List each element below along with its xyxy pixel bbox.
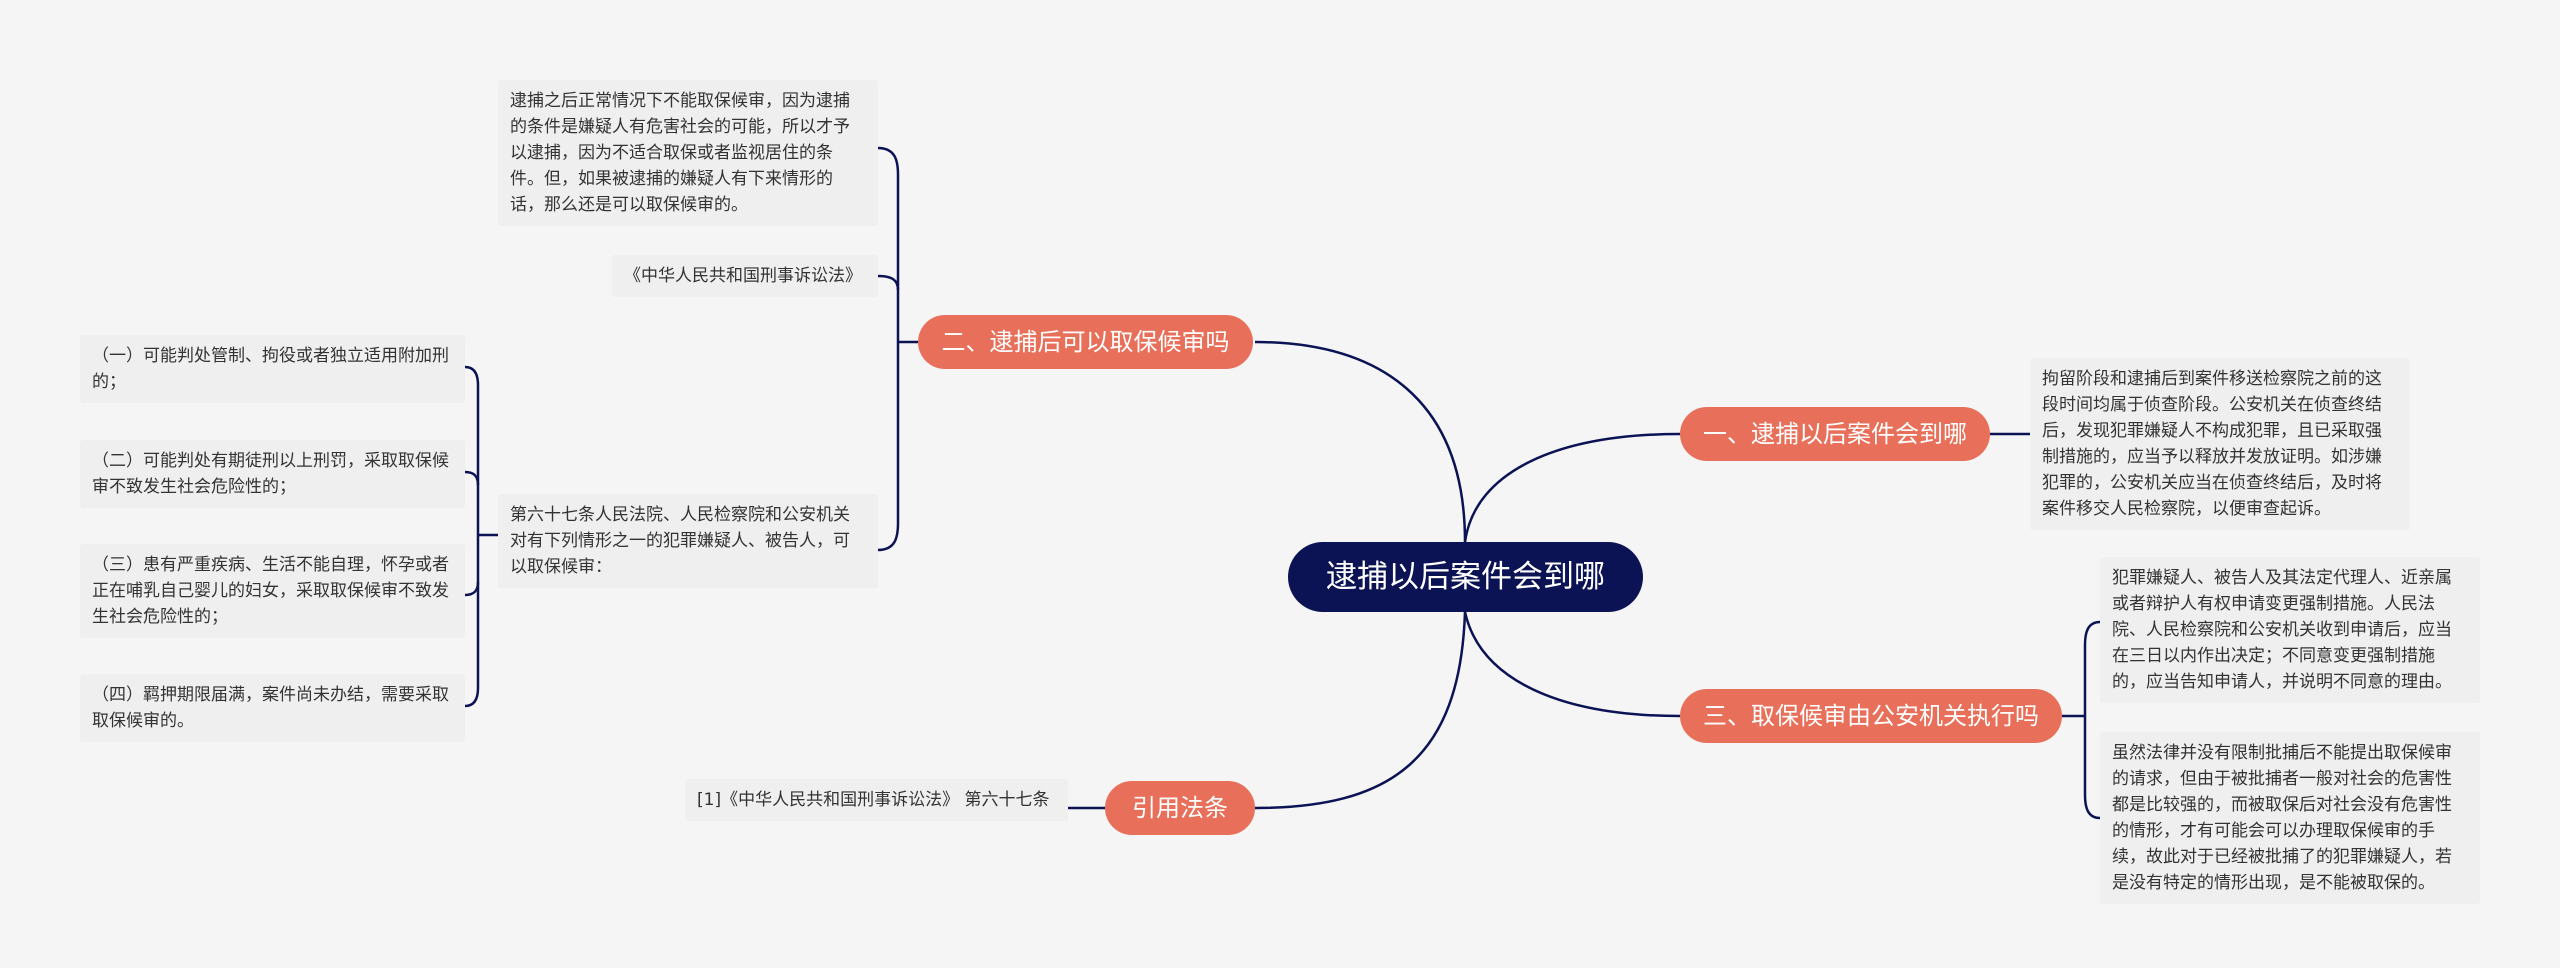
- link-root-branch-1: [1463, 432, 1681, 543]
- leaf-condition-2: （二）可能判处有期徒刑以上刑罚，采取取保候审不致发生社会危险性的；: [80, 440, 465, 508]
- leaf-bail-general-rule: 逮捕之后正常情况下不能取保候审，因为逮捕的条件是嫌疑人有危害社会的可能，所以才予…: [498, 80, 878, 226]
- branch-bail-executor[interactable]: 三、取保候审由公安机关执行吗: [1680, 689, 2062, 743]
- leaf-investigation-stage: 拘留阶段和逮捕后到案件移送检察院之前的这段时间均属于侦查阶段。公安机关在侦查终结…: [2030, 358, 2410, 530]
- branch-case-destination[interactable]: 一、逮捕以后案件会到哪: [1680, 407, 1990, 461]
- leaf-change-measure-request: 犯罪嫌疑人、被告人及其法定代理人、近亲属或者辩护人有权申请变更强制措施。人民法院…: [2100, 557, 2480, 703]
- link-root-branch-3: [1463, 611, 1681, 718]
- link-branch-2-bracket: [877, 146, 900, 552]
- leaf-article-67: 第六十七条人民法院、人民检察院和公安机关对有下列情形之一的犯罪嫌疑人、被告人，可…: [498, 494, 878, 588]
- leaf-condition-3: （三）患有严重疾病、生活不能自理，怀孕或者正在哺乳自己婴儿的妇女，采取取保候审不…: [80, 544, 465, 638]
- link-article-child-2: [464, 470, 480, 486]
- leaf-criminal-procedure-law: 《中华人民共和国刑事诉讼法》: [612, 255, 878, 297]
- branch-bail-after-arrest[interactable]: 二、逮捕后可以取保候审吗: [918, 315, 1253, 369]
- leaf-bail-after-approval: 虽然法律并没有限制批捕后不能提出取保候审的请求，但由于被批捕者一般对社会的危害性…: [2100, 732, 2480, 904]
- leaf-condition-4: （四）羁押期限届满，案件尚未办结，需要采取取保候审的。: [80, 674, 465, 742]
- leaf-condition-1: （一）可能判处管制、拘役或者独立适用附加刑的；: [80, 335, 465, 403]
- link-root-branch-2: [1254, 340, 1467, 543]
- link-article-child-3: [464, 581, 480, 597]
- link-root-branch-cite: [1254, 611, 1467, 810]
- link-branch-3-bracket: [2083, 620, 2101, 820]
- link-article-bracket: [464, 365, 480, 708]
- leaf-citation: [1]《中华人民共和国刑事诉讼法》 第六十七条: [685, 779, 1068, 821]
- central-topic[interactable]: 逮捕以后案件会到哪: [1288, 542, 1643, 612]
- branch-cited-law[interactable]: 引用法条: [1105, 781, 1255, 835]
- link-branch-2-leaf-mid: [877, 274, 900, 291]
